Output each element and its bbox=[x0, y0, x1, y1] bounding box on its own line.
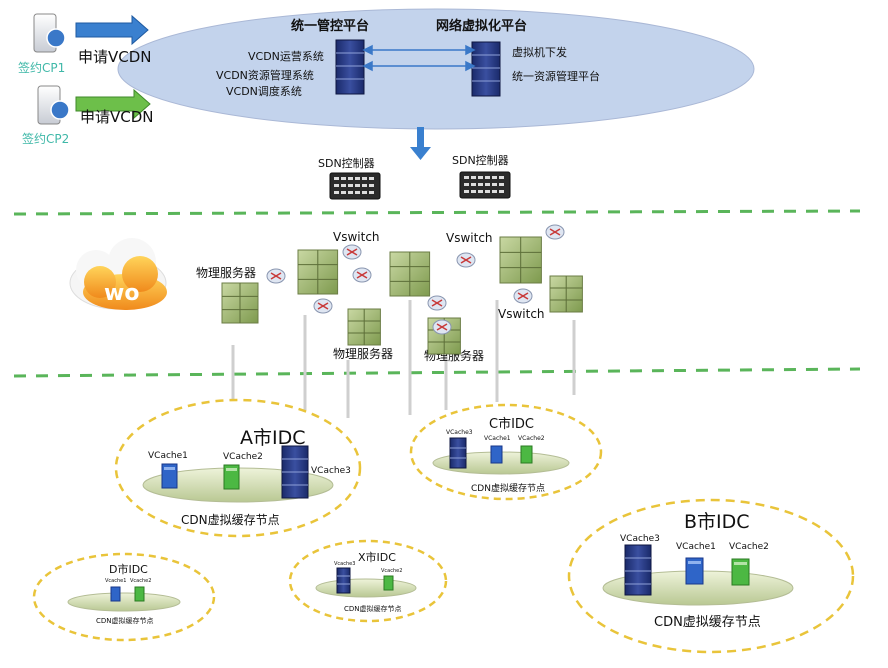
idc-d-vcache2-icon bbox=[134, 586, 145, 602]
vswitch-node-icon bbox=[513, 288, 533, 304]
cp1-globe-icon bbox=[46, 28, 66, 48]
control-platform-ellipse bbox=[117, 8, 755, 130]
vswitch-node-icon bbox=[432, 319, 452, 335]
cp1-group: 签约CP1 申请VCDN bbox=[18, 13, 152, 75]
virtualization-server-icon bbox=[471, 41, 501, 97]
cp2-group: 签约CP2 申请VCDN bbox=[22, 85, 154, 146]
cp2-apply-arrow bbox=[75, 88, 151, 120]
unified-line-3: VCDN调度系统 bbox=[226, 84, 302, 98]
idc-d-cache-label-1: Vcache1 bbox=[105, 578, 126, 584]
cp2-label: 签约CP2 bbox=[22, 131, 69, 146]
virtualization-platform-title: 网络虚拟化平台 bbox=[436, 18, 527, 34]
idc-b-cache-label-1: VCache3 bbox=[620, 534, 660, 544]
physical-servers bbox=[221, 236, 583, 355]
idc-b-cache-label-2: VCache1 bbox=[676, 542, 716, 552]
idc-a-vcache1-icon bbox=[161, 463, 178, 489]
vswitch-label-1: Vswitch bbox=[333, 230, 380, 244]
vswitch-node-icon bbox=[456, 252, 476, 268]
cp1-apply-label: 申请VCDN bbox=[78, 48, 152, 66]
idc-c-vcache3-icon bbox=[449, 437, 467, 469]
sdn-controller-icon-2 bbox=[459, 171, 511, 199]
vswitch-label-2: Vswitch bbox=[446, 231, 493, 245]
idc-c-vcache2-icon bbox=[520, 445, 533, 464]
idc-d-region: D市IDC CDN虚拟缓存节点 Vcache1 Vcache2 bbox=[32, 552, 216, 642]
virtualization-line-1: 虚拟机下发 bbox=[512, 45, 567, 59]
sdn-controller-label-2: SDN控制器 bbox=[452, 153, 509, 167]
uplink-lines bbox=[231, 300, 576, 418]
idc-a-vcache3-icon bbox=[281, 445, 309, 499]
physical-server-cube-icon bbox=[221, 282, 259, 324]
virtualization-line-2: 统一资源管理平台 bbox=[512, 69, 600, 83]
idc-b-vcache1-icon bbox=[685, 557, 704, 585]
idc-d-cache-label-2: Vcache2 bbox=[130, 578, 151, 584]
idc-x-vcache2-icon bbox=[383, 575, 394, 591]
vswitch-label-3: Vswitch bbox=[498, 307, 545, 321]
idc-c-cache-label-2: VCache1 bbox=[484, 435, 511, 442]
idc-d-platform bbox=[67, 592, 181, 612]
idc-d-title: D市IDC bbox=[109, 562, 148, 576]
idc-c-subtitle: CDN虚拟缓存节点 bbox=[471, 482, 545, 494]
cp1-label: 签约CP1 bbox=[18, 60, 65, 75]
idc-a-cache-label-2: VCache2 bbox=[223, 452, 263, 462]
vswitch-node-icon bbox=[427, 295, 447, 311]
cp1-apply-arrow bbox=[75, 14, 149, 46]
idc-x-title: X市IDC bbox=[358, 550, 396, 564]
separator-line-bottom bbox=[13, 367, 861, 378]
vswitch-node-icon bbox=[342, 244, 362, 260]
idc-x-subtitle: CDN虚拟缓存节点 bbox=[344, 604, 402, 613]
physical-server-cube-icon bbox=[347, 308, 381, 346]
idc-a-vcache2-icon bbox=[223, 464, 240, 490]
idc-c-cache-label-1: VCache3 bbox=[446, 429, 473, 436]
server-label-1: 物理服务器 bbox=[196, 265, 256, 280]
physical-server-cube-icon bbox=[499, 236, 542, 284]
vswitch-node-icon bbox=[266, 268, 286, 284]
idc-b-vcache3-icon bbox=[624, 544, 652, 596]
idc-x-platform bbox=[315, 578, 417, 598]
unified-line-1: VCDN运营系统 bbox=[248, 49, 324, 63]
idc-a-title: A市IDC bbox=[240, 427, 306, 449]
idc-b-subtitle: CDN虚拟缓存节点 bbox=[654, 615, 761, 630]
server-label-2: 物理服务器 bbox=[333, 346, 393, 361]
idc-b-vcache2-icon bbox=[731, 558, 750, 586]
idc-d-vcache1-icon bbox=[110, 586, 121, 602]
down-arrow-icon bbox=[410, 127, 431, 160]
idc-c-title: C市IDC bbox=[489, 416, 534, 432]
idc-b-cache-label-3: VCache2 bbox=[729, 542, 769, 552]
unified-line-2: VCDN资源管理系统 bbox=[216, 68, 314, 82]
idc-x-cache-label-1: Vcache3 bbox=[334, 561, 355, 567]
idc-x-region: X市IDC CDN虚拟缓存节点 Vcache3 Vcache2 bbox=[288, 539, 448, 623]
vswitch-node-icon bbox=[313, 298, 333, 314]
idc-x-cache-label-2: Vcache2 bbox=[381, 568, 402, 574]
physical-server-cube-icon bbox=[297, 249, 339, 295]
cp2-apply-label: 申请VCDN bbox=[80, 108, 154, 126]
wo-logo-icon: wo bbox=[69, 238, 167, 310]
vswitch-node-icon bbox=[545, 224, 565, 240]
idc-a-cache-label-1: VCache1 bbox=[148, 451, 188, 461]
platform-link-arrows bbox=[362, 44, 476, 72]
cp2-globe-icon bbox=[50, 100, 70, 120]
sdn-controller-label-1: SDN控制器 bbox=[318, 156, 375, 170]
idc-d-subtitle: CDN虚拟缓存节点 bbox=[96, 616, 154, 625]
unified-platform-title: 统一管控平台 bbox=[291, 18, 369, 34]
unified-platform-server-icon bbox=[335, 39, 365, 95]
physical-server-cube-icon bbox=[389, 251, 431, 297]
sdn-controller-icon-1 bbox=[329, 172, 381, 200]
separator-line-top bbox=[13, 209, 861, 216]
idc-a-cache-label-3: VCache3 bbox=[311, 466, 351, 476]
physical-server-cube-icon bbox=[549, 275, 583, 313]
idc-b-region: B市IDC CDN虚拟缓存节点 VCache3 VCache1 VCache2 bbox=[567, 498, 855, 654]
idc-a-region: A市IDC CDN虚拟缓存节点 VCache1 VCache2 VCache3 bbox=[114, 398, 362, 538]
idc-c-region: C市IDC CDN虚拟缓存节点 VCache3 VCache1 VCache2 bbox=[409, 403, 603, 501]
idc-c-cache-label-3: VCache2 bbox=[518, 435, 545, 442]
idc-x-vcache3-icon bbox=[336, 567, 351, 594]
idc-b-title: B市IDC bbox=[684, 511, 750, 533]
idc-a-subtitle: CDN虚拟缓存节点 bbox=[181, 513, 280, 527]
vswitches bbox=[266, 224, 565, 335]
vswitch-node-icon bbox=[352, 267, 372, 283]
logo-text: wo bbox=[104, 281, 139, 306]
idc-c-vcache1-icon bbox=[490, 445, 503, 464]
